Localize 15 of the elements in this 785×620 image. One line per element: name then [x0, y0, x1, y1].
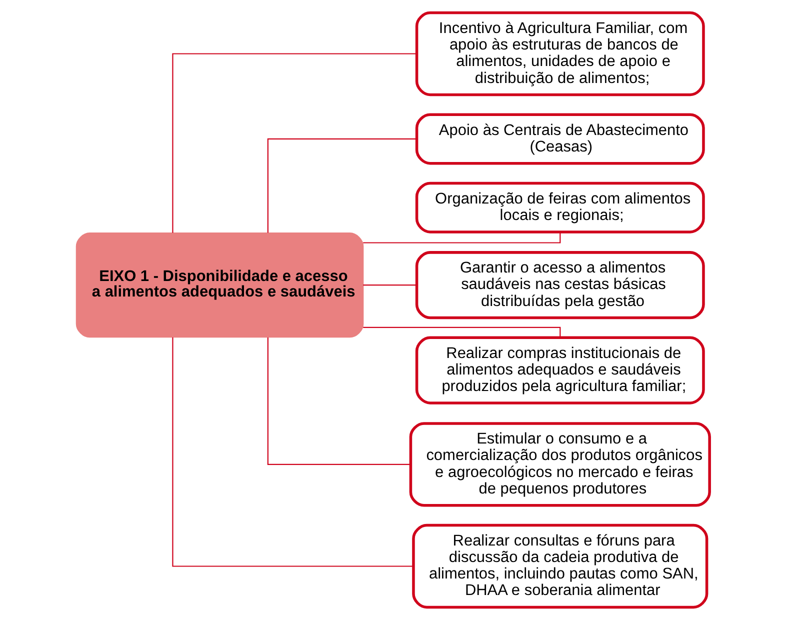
- connector: [172, 53, 416, 233]
- connector: [266, 138, 416, 233]
- connector: [362, 326, 560, 338]
- node-box: Estimular o consumo e a comercialização dos produtos orgânicos e agroecológicos no mercado e feiras de pequenos produtores: [408, 422, 710, 507]
- node-box: Realizar consultas e fóruns para discussão da cadeia produtiva de alimentos, incluindo pautas como SAN, DHAA e soberania alimentar: [412, 524, 708, 609]
- node-box: Organização de feiras com alimentos locais e regionais;: [414, 182, 704, 234]
- node-box: Incentivo à Agricultura Familiar, com apoio às estruturas de bancos de alimentos, unidades de apoio e distribuição de alimentos;: [414, 11, 704, 96]
- node-box: EIXO 1 - Disponibilidade e acesso a alimentos adequados e saudáveis: [75, 232, 364, 338]
- connector: [266, 337, 410, 465]
- connector: [362, 232, 560, 244]
- connector: [362, 284, 416, 286]
- node-box: Garantir o acesso a alimentos saudáveis nas cestas básicas distribuídas pela gestão: [414, 251, 704, 320]
- node-box: Apoio às Centrais de Abastecimento (Ceasas): [414, 113, 704, 165]
- node-box: Realizar compras institucionais de alimentos adequados e saudáveis produzidos pela agricultura familiar;: [414, 336, 704, 404]
- connector: [172, 337, 413, 567]
